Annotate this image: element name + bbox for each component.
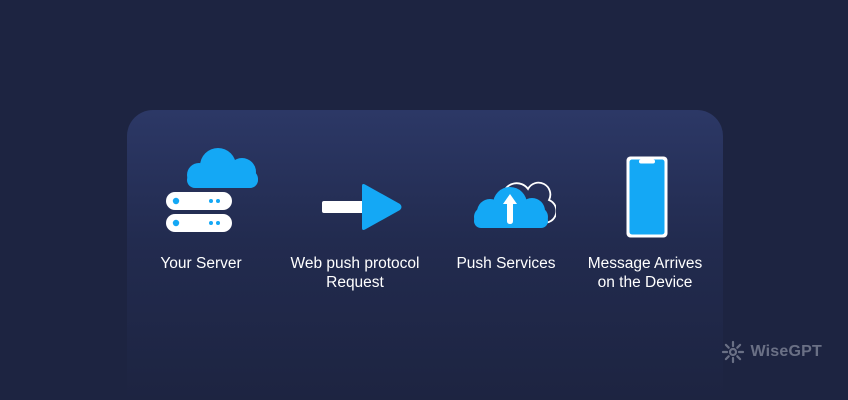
brand-watermark: WiseGPT <box>721 340 823 364</box>
step-label-push-services: Push Services <box>456 255 556 272</box>
brand-name: WiseGPT <box>750 343 822 360</box>
server-cloud-icon <box>166 148 258 232</box>
arrow-right-icon <box>322 184 402 230</box>
cloud-upload-icon <box>474 181 556 228</box>
step-label-message-arrives: Message Arrives on the Device <box>587 255 703 291</box>
step-label-web-push-request: Web push protocol Request <box>290 255 420 291</box>
step-label-your-server: Your Server <box>160 255 242 272</box>
smartphone-icon <box>626 156 668 238</box>
wisegpt-logo-icon <box>721 340 744 364</box>
